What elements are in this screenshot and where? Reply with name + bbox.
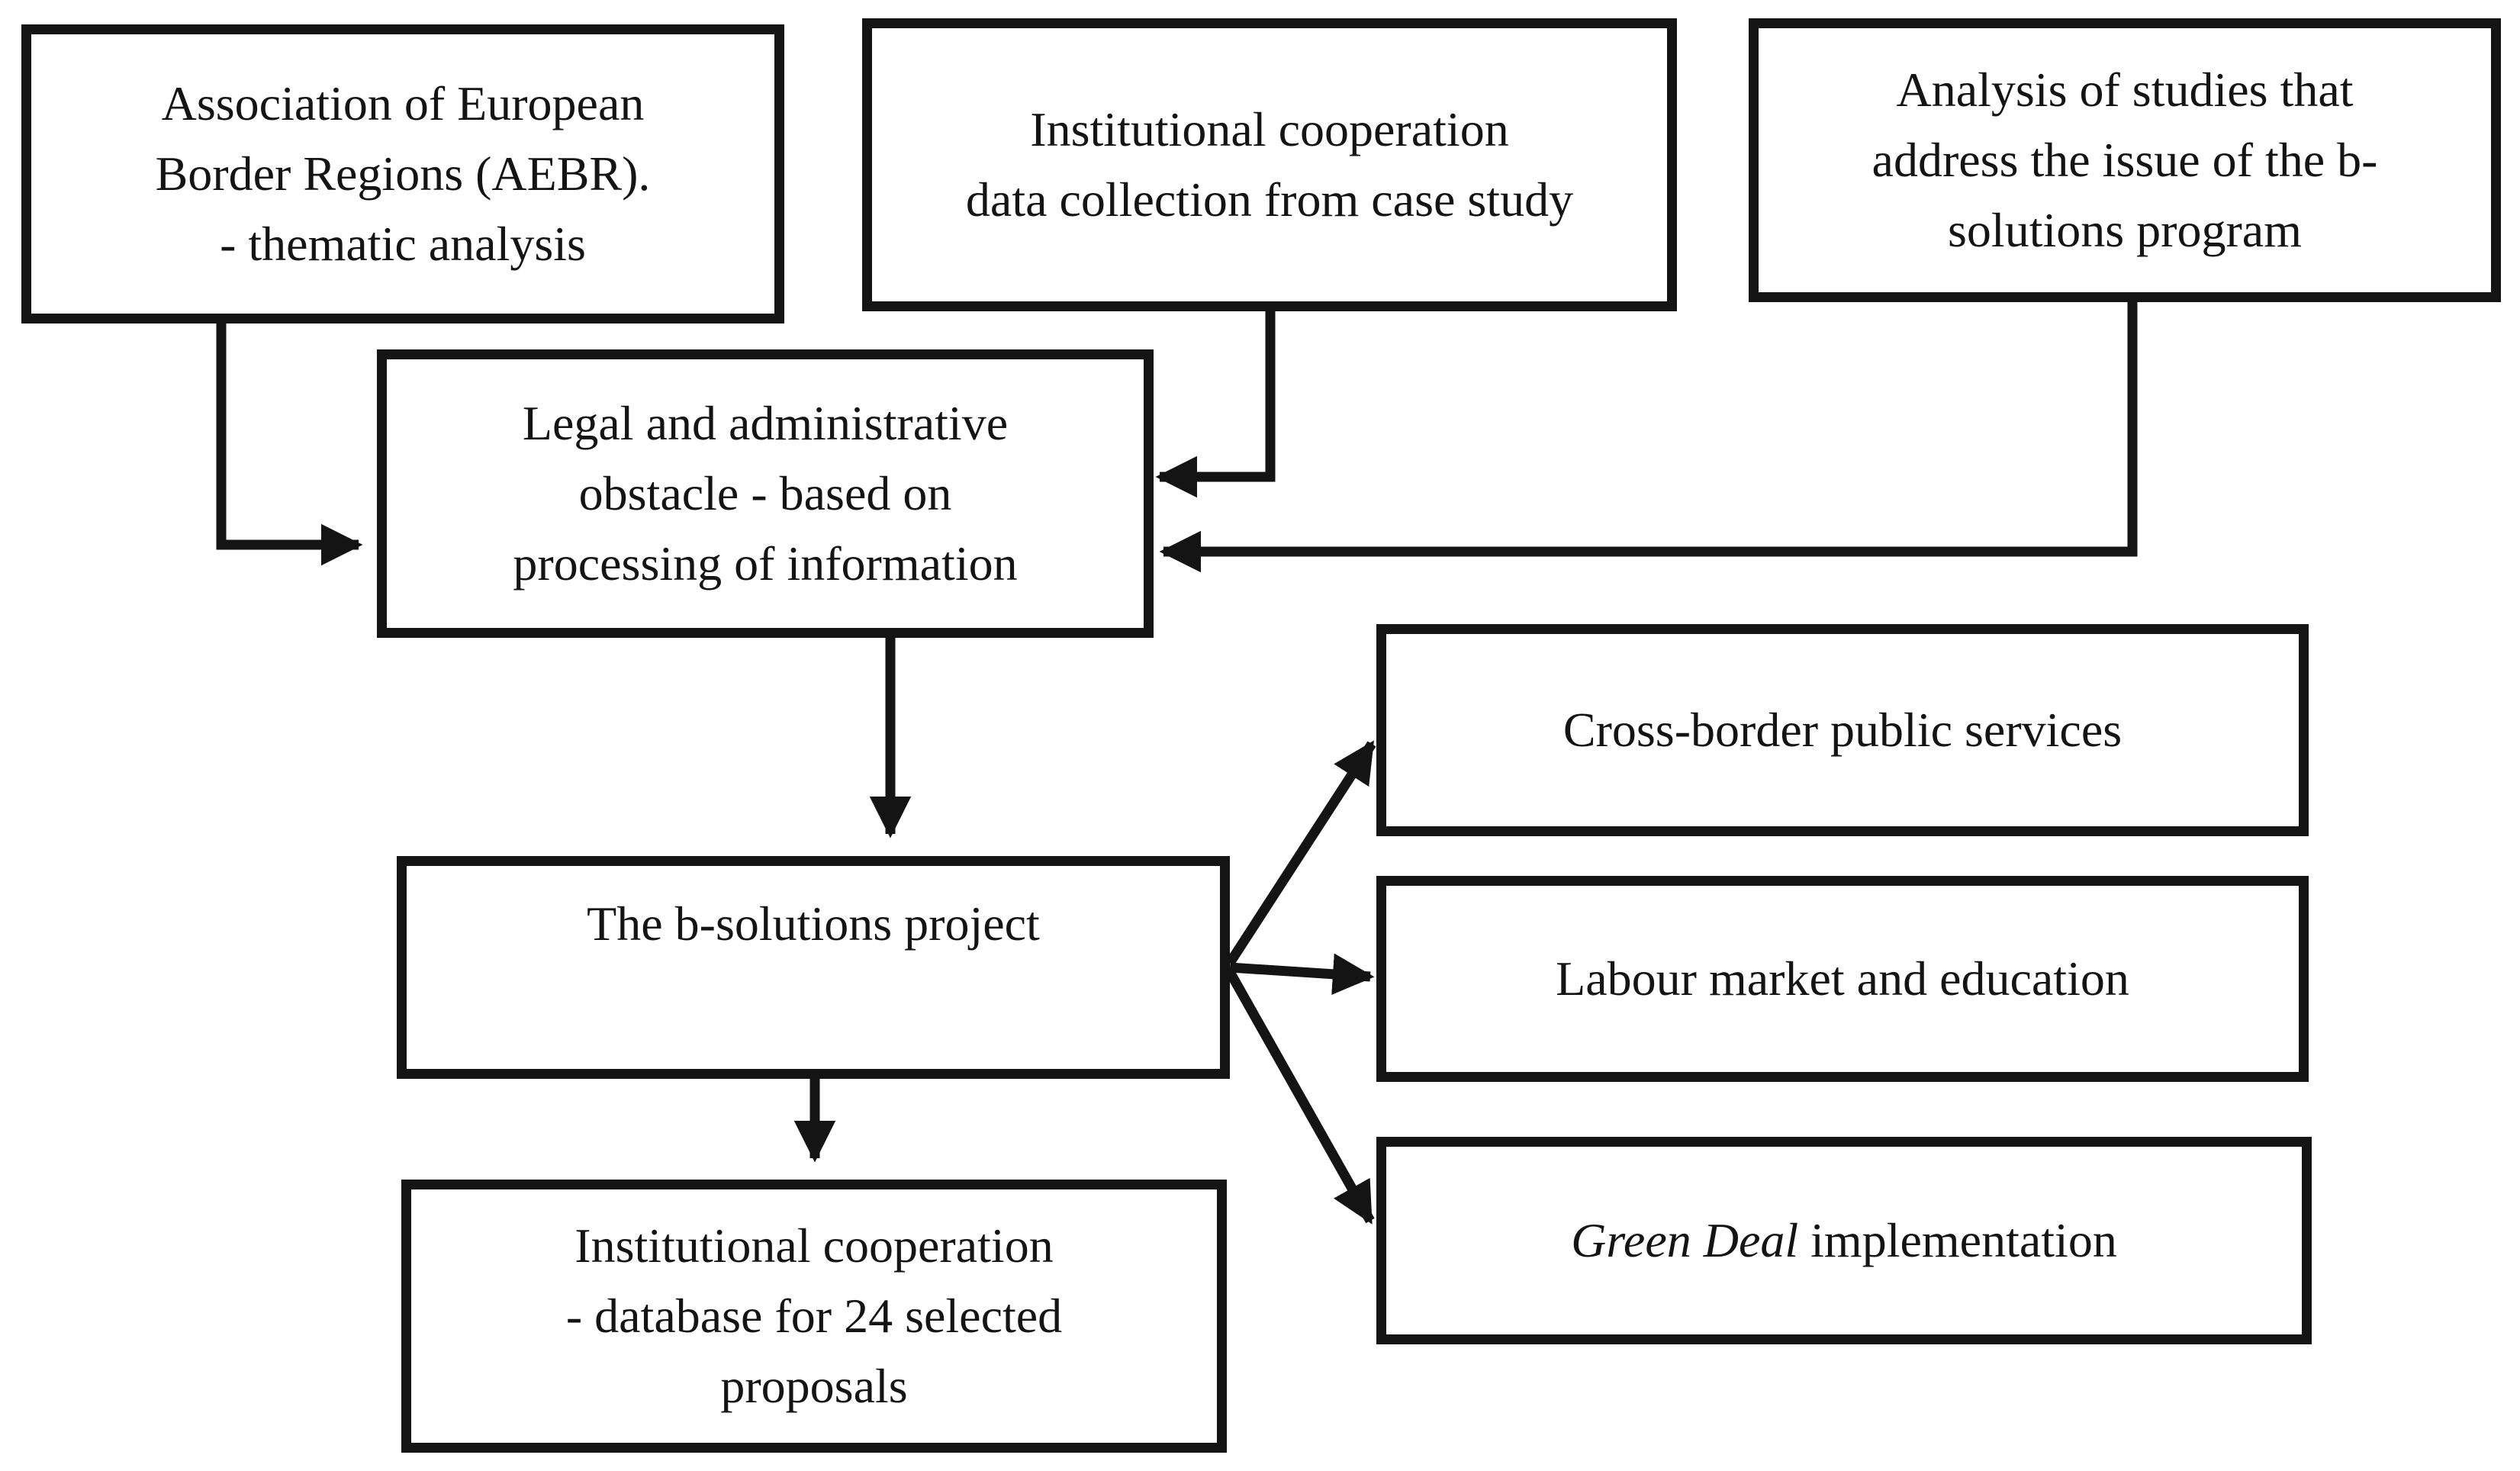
node-labour-line-1: Labour market and education <box>1556 951 2129 1006</box>
node-institutional-data-line-1: Institutional cooperation <box>1030 102 1509 156</box>
node-b-solutions: The b-solutions project <box>397 856 1230 1079</box>
arrow-studies-to-obstacle <box>1159 301 2138 573</box>
arrow-institutional-data-to-obstacle <box>1155 310 1276 498</box>
node-labour: Labour market and education <box>1376 876 2309 1082</box>
node-public-services: Cross-border public services <box>1376 624 2309 836</box>
node-studies-line-1: Analysis of studies that <box>1896 63 2354 117</box>
node-public-services-line-1: Cross-border public services <box>1563 703 2123 757</box>
arrow-aebr-to-obstacle <box>216 314 363 566</box>
node-green-deal-emphasis: Green Deal <box>1571 1213 1799 1267</box>
node-database-line-1: Institutional cooperation <box>574 1218 1054 1273</box>
arrow-b-solutions-to-public-services <box>1225 740 1376 966</box>
node-studies-line-2: address the issue of the b- <box>1871 133 2378 187</box>
node-institutional-data-line-2: data collection from case study <box>965 172 1574 227</box>
node-aebr-line-3: - thematic analysis <box>220 217 586 271</box>
node-aebr-line-1: Association of European <box>161 76 645 130</box>
node-database: Institutional cooperation - database for… <box>401 1180 1227 1453</box>
node-obstacle-line-2: obstacle - based on <box>578 466 952 520</box>
node-obstacle-line-3: processing of information <box>513 536 1018 591</box>
node-green-deal-rest: implementation <box>1798 1213 2117 1267</box>
node-aebr: Association of European Border Regions (… <box>21 24 784 323</box>
node-institutional-data: Institutional cooperation data collectio… <box>862 18 1677 311</box>
node-obstacle: Legal and administrative obstacle - base… <box>377 349 1154 638</box>
node-green-deal-line-1: Green Deal implementation <box>1571 1205 2117 1276</box>
node-database-line-3: proposals <box>720 1359 908 1413</box>
node-studies: Analysis of studies that address the iss… <box>1749 18 2501 302</box>
node-aebr-line-2: Border Regions (AEBR). <box>155 146 651 201</box>
node-obstacle-line-1: Legal and administrative <box>522 396 1009 450</box>
node-database-line-2: - database for 24 selected <box>565 1289 1063 1343</box>
arrow-b-solutions-to-labour <box>1229 953 1375 996</box>
arrow-b-solutions-to-green-deal <box>1225 969 1375 1225</box>
node-studies-line-3: solutions program <box>1948 203 2302 257</box>
node-b-solutions-line-1: The b-solutions project <box>587 896 1040 951</box>
node-green-deal: Green Deal implementation <box>1376 1137 2312 1344</box>
